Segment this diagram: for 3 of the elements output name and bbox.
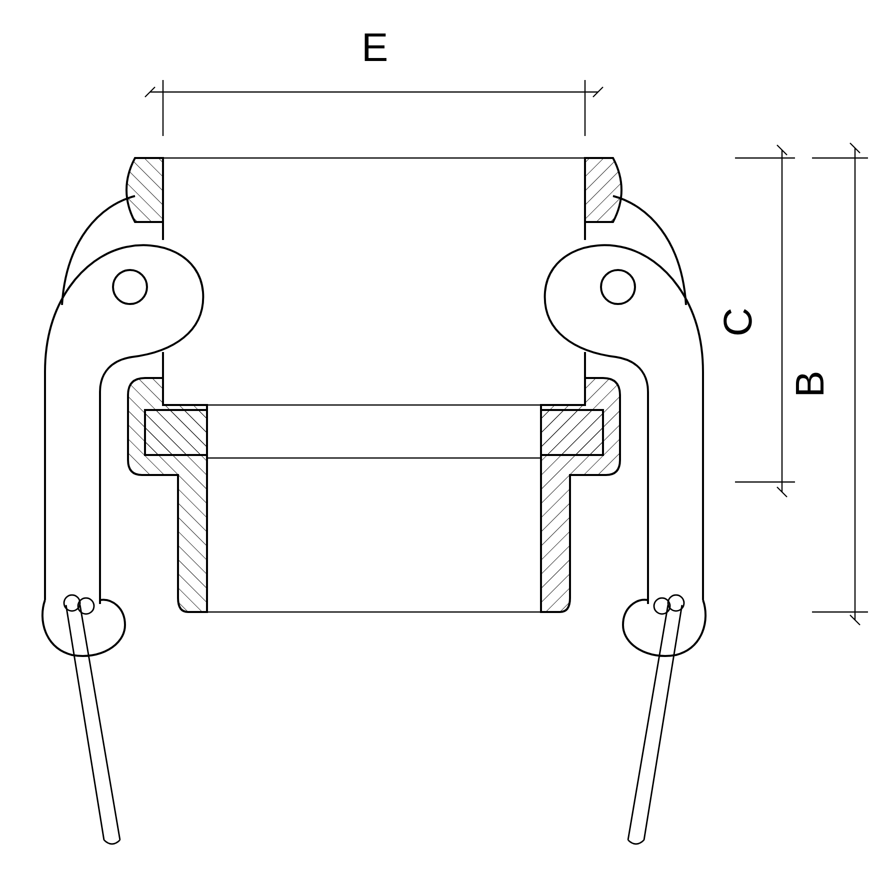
dimension-label: B [790,370,830,398]
dimension-label: E [362,28,388,68]
dimension-label: C [718,308,758,336]
